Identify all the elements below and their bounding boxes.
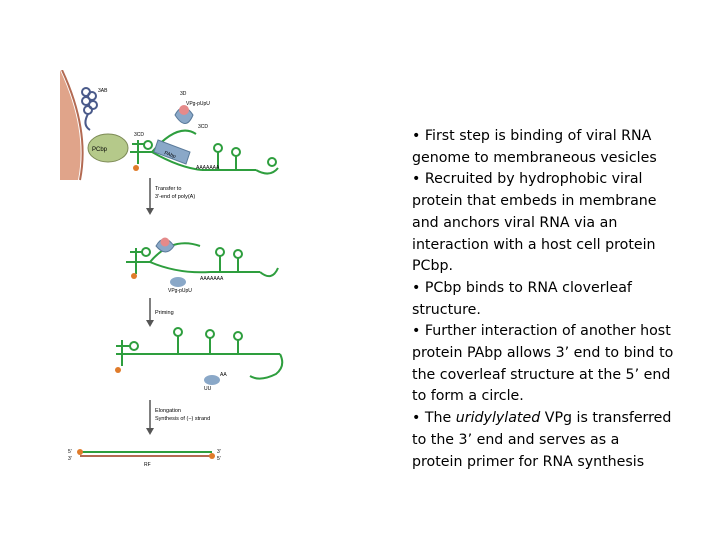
- vpg-dot-middle: [131, 273, 137, 279]
- arrowhead-elongation: [146, 428, 154, 435]
- step-elongation-line1: Elongation: [155, 408, 181, 414]
- label-5prime-left: 5′: [68, 449, 72, 455]
- pcbp-protein: [87, 133, 129, 163]
- arrowhead-transfer: [146, 208, 154, 215]
- step-elongation-line2: Synthesis of (−) strand: [155, 416, 210, 422]
- bullet-italic-text: uridylylated: [455, 410, 541, 427]
- vpg-dot-top: [133, 165, 139, 171]
- label-vpg-pupu-top: VPg-pUpU: [186, 101, 210, 107]
- protein-3cd-middle: [155, 237, 175, 253]
- step-transfer-line1: Transfer to: [155, 186, 181, 192]
- protein-3ab-coil: [81, 87, 98, 115]
- vpg-protein-middle: [170, 277, 186, 287]
- arrowhead-priming: [146, 320, 154, 327]
- label-pcbp: PCbp: [92, 147, 108, 153]
- bullet-list: • First step is binding of viral RNA gen…: [412, 126, 674, 473]
- bullet-item: • The uridylylated VPg is transferred to…: [412, 408, 674, 473]
- bullet-item: • Further interaction of another host pr…: [412, 323, 674, 405]
- bullet-item: • PCbp binds to RNA cloverleaf structure…: [412, 279, 632, 318]
- label-5prime-right: 5′: [217, 456, 221, 462]
- vpg-protein-lower: [204, 375, 220, 385]
- bullet-text: • The: [412, 410, 456, 427]
- label-3ab: 3AB: [98, 88, 108, 94]
- bullet-item: • First step is binding of viral RNA gen…: [412, 128, 657, 166]
- rna-lower: [116, 327, 284, 380]
- label-aa-lower: AA: [220, 372, 227, 378]
- step-transfer-line2: 3′-end of poly(A): [155, 194, 195, 200]
- label-poly-a-top: AAAAAAA: [196, 165, 220, 171]
- poliovirus-replication-diagram: 3AB 3D VPg-pUpU 3CD 3CD PCbp PAbp AAAAAA…: [60, 70, 284, 468]
- label-3cd-left: 3CD: [134, 132, 144, 138]
- label-3prime-right: 3′: [217, 449, 221, 455]
- membrane: [60, 70, 84, 181]
- vpg-dot-lower: [115, 367, 121, 373]
- label-3cd-right: 3CD: [198, 124, 208, 130]
- bullet-text: VPg is transferred to the 3’ end and ser…: [412, 410, 672, 470]
- label-rf: RF: [144, 462, 151, 468]
- label-3prime-left: 3′: [68, 456, 72, 462]
- pabp-protein: [153, 139, 191, 165]
- rna-middle: [126, 242, 279, 278]
- label-poly-a-mid: AAAAAAA: [200, 276, 224, 282]
- replicative-form: [77, 449, 215, 459]
- label-3dpol: 3D: [180, 91, 187, 97]
- label-pabp: PAbp: [163, 150, 176, 160]
- step-priming: Priming: [155, 310, 174, 316]
- label-uu-lower: UU: [204, 386, 212, 392]
- label-vpg-pupu-mid: VPg-pUpU: [168, 288, 192, 294]
- rna-top: [130, 129, 279, 175]
- bullet-item: • Recruited by hydrophobic viral protein…: [412, 171, 657, 275]
- protein-3dpol: [174, 105, 194, 124]
